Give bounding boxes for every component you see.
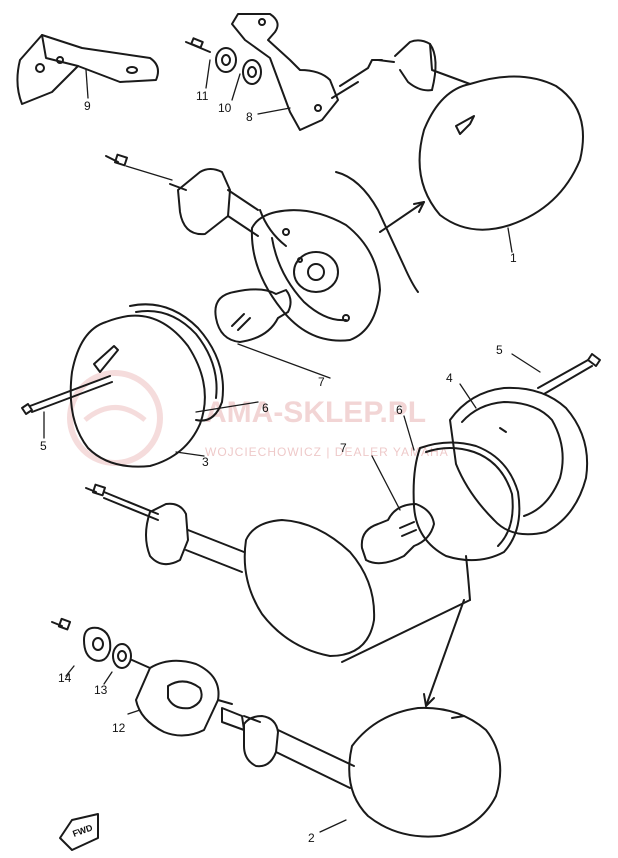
fwd-label: FWD: [71, 822, 94, 839]
screw-part-5-right: [511, 353, 601, 395]
callout-7-right: 7: [340, 441, 347, 455]
watermark-subtext: WOJCIECHOWICZ | DEALER YAMAHA: [205, 445, 449, 459]
callout-13: 13: [94, 683, 108, 697]
turn-signal-part-1: [377, 39, 584, 231]
watermark-text: AMA-SKLEP.PL: [205, 396, 426, 429]
bulb-part-7-upper: [214, 288, 331, 379]
callout-labels: 9 11 10 8 1 7 6 5 3 5 4 6 7 14 13 12 2: [40, 59, 517, 845]
gasket-part-6-right: [403, 415, 521, 562]
turn-signal-body-middle: [85, 483, 376, 657]
bulb-part-7-right: [360, 455, 435, 565]
callout-14: 14: [58, 671, 72, 685]
callout-5-right: 5: [496, 343, 503, 357]
nut-washer-parts-10-11: [185, 37, 262, 85]
callout-12: 12: [112, 721, 126, 735]
assembly-bracket-lower: [341, 555, 471, 707]
nut-part-14: [51, 617, 112, 677]
callout-1: 1: [510, 251, 517, 265]
screw-part-5-left: [21, 375, 113, 439]
callout-8: 8: [246, 110, 253, 124]
callout-11: 11: [196, 89, 209, 103]
bracket-part-9: [16, 34, 159, 105]
callout-2: 2: [308, 831, 315, 845]
washer-part-13: [103, 643, 151, 685]
callout-4: 4: [446, 371, 453, 385]
callout-6-upper: 6: [262, 401, 269, 415]
callout-7-upper: 7: [318, 375, 325, 389]
turn-signal-part-2: [217, 699, 502, 838]
lens-part-4: [449, 383, 589, 536]
bracket-part-8: [231, 13, 383, 131]
bushing-part-12: [127, 659, 220, 737]
callout-6-right: 6: [396, 403, 403, 417]
lens-part-3: [69, 314, 206, 468]
callout-3: 3: [202, 455, 209, 469]
watermark: AMA-SKLEP.PL WOJCIECHOWICZ | DEALER YAMA…: [67, 370, 449, 466]
forward-direction-marker: FWD: [59, 813, 99, 851]
turn-signal-body-upper: [105, 153, 381, 342]
callout-10: 10: [218, 101, 232, 115]
assembly-bracket-upper: [335, 171, 425, 293]
callout-5-left: 5: [40, 439, 47, 453]
gasket-part-6-upper: [129, 303, 259, 422]
callout-9: 9: [84, 99, 91, 113]
